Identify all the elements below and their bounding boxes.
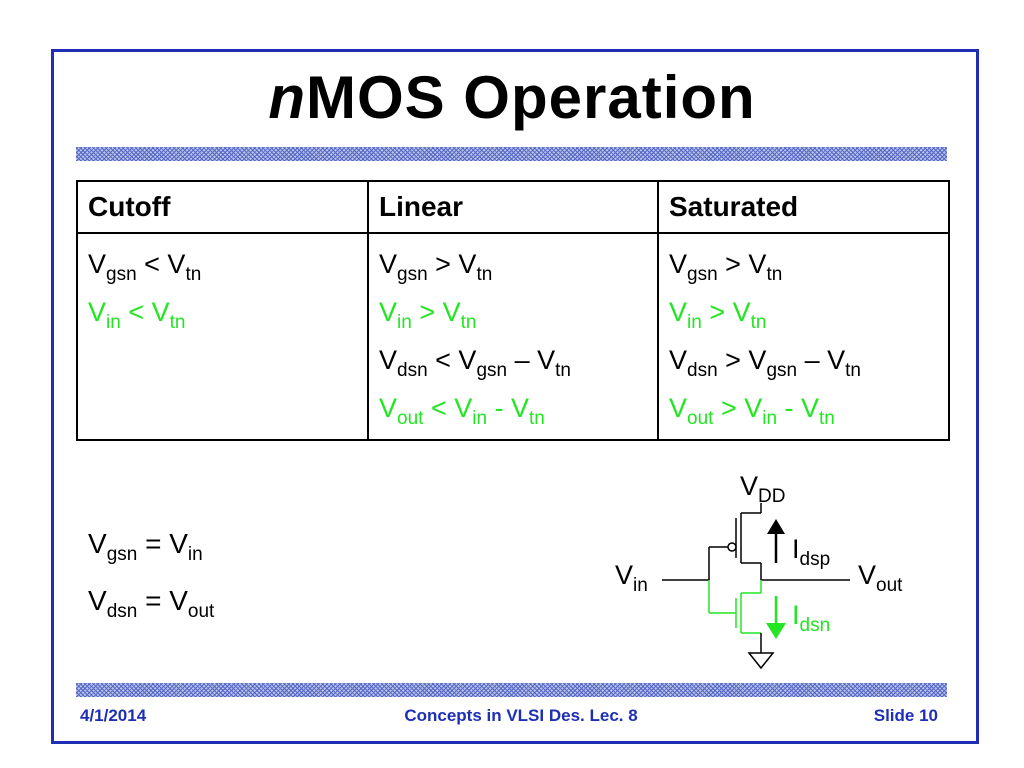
linear-line-4: Vout < Vin - Vtn xyxy=(379,393,545,429)
linear-line-3: Vdsn < Vgsn – Vtn xyxy=(379,345,571,381)
footer-date: 4/1/2014 xyxy=(80,706,147,725)
saturated-conditions: Vgsn > Vtn Vin > Vtn Vdsn > Vgsn – Vtn V… xyxy=(657,232,950,441)
saturated-line-4: Vout > Vin - Vtn xyxy=(669,393,835,429)
cutoff-line-1: Vgsn < Vtn xyxy=(88,249,202,285)
cutoff-line-2: Vin < Vtn xyxy=(88,297,186,333)
table-condition-row: Vgsn < Vtn Vin < Vtn Vgsn > Vtn Vin > Vt… xyxy=(76,232,950,441)
saturated-line-1: Vgsn > Vtn xyxy=(669,249,783,285)
idsp-arrow-icon xyxy=(767,519,785,563)
operation-regions-table: Cutoff Linear Saturated Vgsn < Vtn Vin <… xyxy=(76,180,950,441)
top-hatch-divider xyxy=(76,147,947,161)
slide-title: nMOS Operation xyxy=(0,62,1024,134)
title-text: MOS Operation xyxy=(305,64,756,131)
bottom-hatch-divider xyxy=(76,683,947,697)
header-cutoff: Cutoff xyxy=(76,180,369,234)
equation-vdsn: Vdsn = Vout xyxy=(88,585,215,622)
vin-label: Vin xyxy=(615,560,648,596)
title-italic-n: n xyxy=(268,64,306,131)
vdd-label: VDD xyxy=(740,471,786,507)
header-saturated: Saturated xyxy=(657,180,950,234)
saturated-line-2: Vin > Vtn xyxy=(669,297,767,333)
footer-course: Concepts in VLSI Des. Lec. 8 xyxy=(404,706,638,725)
equation-vgsn: Vgsn = Vin xyxy=(88,528,203,565)
idsn-arrow-icon xyxy=(766,596,786,639)
idsp-label: Idsp xyxy=(792,534,831,570)
footer-slide-number: Slide 10 xyxy=(873,706,938,725)
linear-line-2: Vin > Vtn xyxy=(379,297,477,333)
input-wiring xyxy=(662,547,850,581)
idsn-label: Idsn xyxy=(792,600,831,636)
pmos-transistor xyxy=(709,503,762,580)
linear-line-1: Vgsn > Vtn xyxy=(379,249,493,285)
ground-symbol xyxy=(747,633,775,670)
header-linear: Linear xyxy=(367,180,659,234)
nmos-transistor[interactable] xyxy=(708,580,762,634)
linear-conditions: Vgsn > Vtn Vin > Vtn Vdsn < Vgsn – Vtn V… xyxy=(367,232,659,441)
vout-label: Vout xyxy=(858,560,903,596)
table-header-row: Cutoff Linear Saturated xyxy=(76,180,950,234)
cutoff-conditions: Vgsn < Vtn Vin < Vtn xyxy=(76,232,369,441)
saturated-line-3: Vdsn > Vgsn – Vtn xyxy=(669,345,861,381)
